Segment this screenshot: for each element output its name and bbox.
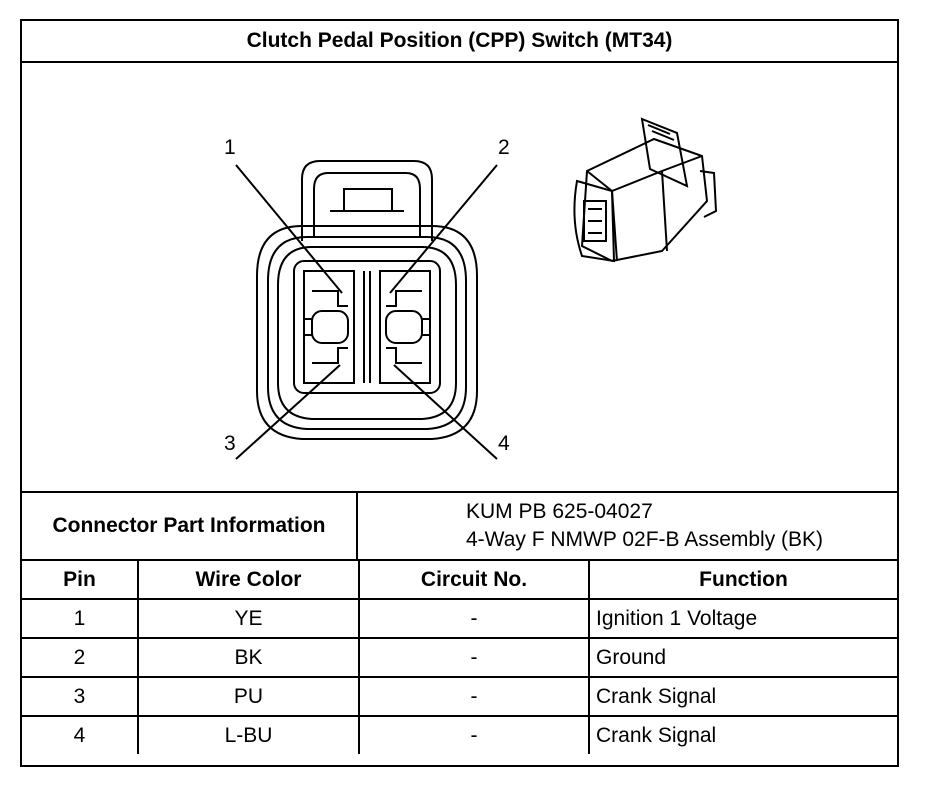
pinout-table: Pin Wire Color Circuit No. Function 1 YE… (22, 561, 897, 754)
pin-callout-3: 3 (224, 432, 236, 455)
connector-drawing (235, 117, 718, 460)
wire-color-cell: BK (137, 637, 360, 678)
table-row: 4 L-BU - Crank Signal (22, 715, 897, 754)
circuit-cell: - (358, 637, 590, 678)
header-function: Function (588, 561, 897, 600)
header-wire-color: Wire Color (137, 561, 360, 600)
pinout-header-row: Pin Wire Color Circuit No. Function (22, 561, 897, 600)
connector-sheet: Clutch Pedal Position (CPP) Switch (MT34… (20, 19, 899, 767)
wire-color-cell: YE (137, 598, 360, 639)
wire-color-cell: PU (137, 676, 360, 717)
header-pin: Pin (22, 561, 139, 600)
connector-part-values: KUM PB 625-04027 4-Way F NMWP 02F-B Asse… (358, 493, 897, 559)
circuit-cell: - (358, 676, 590, 717)
table-row: 1 YE - Ignition 1 Voltage (22, 598, 897, 639)
function-cell: Crank Signal (588, 715, 897, 754)
wire-color-cell: L-BU (137, 715, 360, 754)
pin-callout-4: 4 (498, 432, 510, 455)
pin-cell: 3 (22, 676, 139, 717)
connector-part-number: KUM PB 625-04027 (466, 500, 653, 523)
connector-figure: 1 2 3 4 (22, 61, 897, 491)
circuit-cell: - (358, 598, 590, 639)
pin-cell: 2 (22, 637, 139, 678)
pin-callout-1: 1 (224, 136, 236, 159)
pin-callout-2: 2 (498, 136, 510, 159)
header-circuit: Circuit No. (358, 561, 590, 600)
connector-part-description: 4-Way F NMWP 02F-B Assembly (BK) (466, 528, 824, 551)
circuit-cell: - (358, 715, 590, 754)
table-row: 2 BK - Ground (22, 637, 897, 678)
pin-cell: 1 (22, 598, 139, 639)
function-cell: Crank Signal (588, 676, 897, 717)
connector-isometric-icon (573, 117, 718, 263)
function-cell: Ignition 1 Voltage (588, 598, 897, 639)
page-title: Clutch Pedal Position (CPP) Switch (MT34… (22, 21, 897, 63)
pin-cell: 4 (22, 715, 139, 754)
connector-face-icon (235, 160, 498, 460)
connector-part-info: Connector Part Information KUM PB 625-04… (22, 491, 897, 561)
table-row: 3 PU - Crank Signal (22, 676, 897, 717)
function-cell: Ground (588, 637, 897, 678)
connector-part-label: Connector Part Information (22, 493, 358, 559)
